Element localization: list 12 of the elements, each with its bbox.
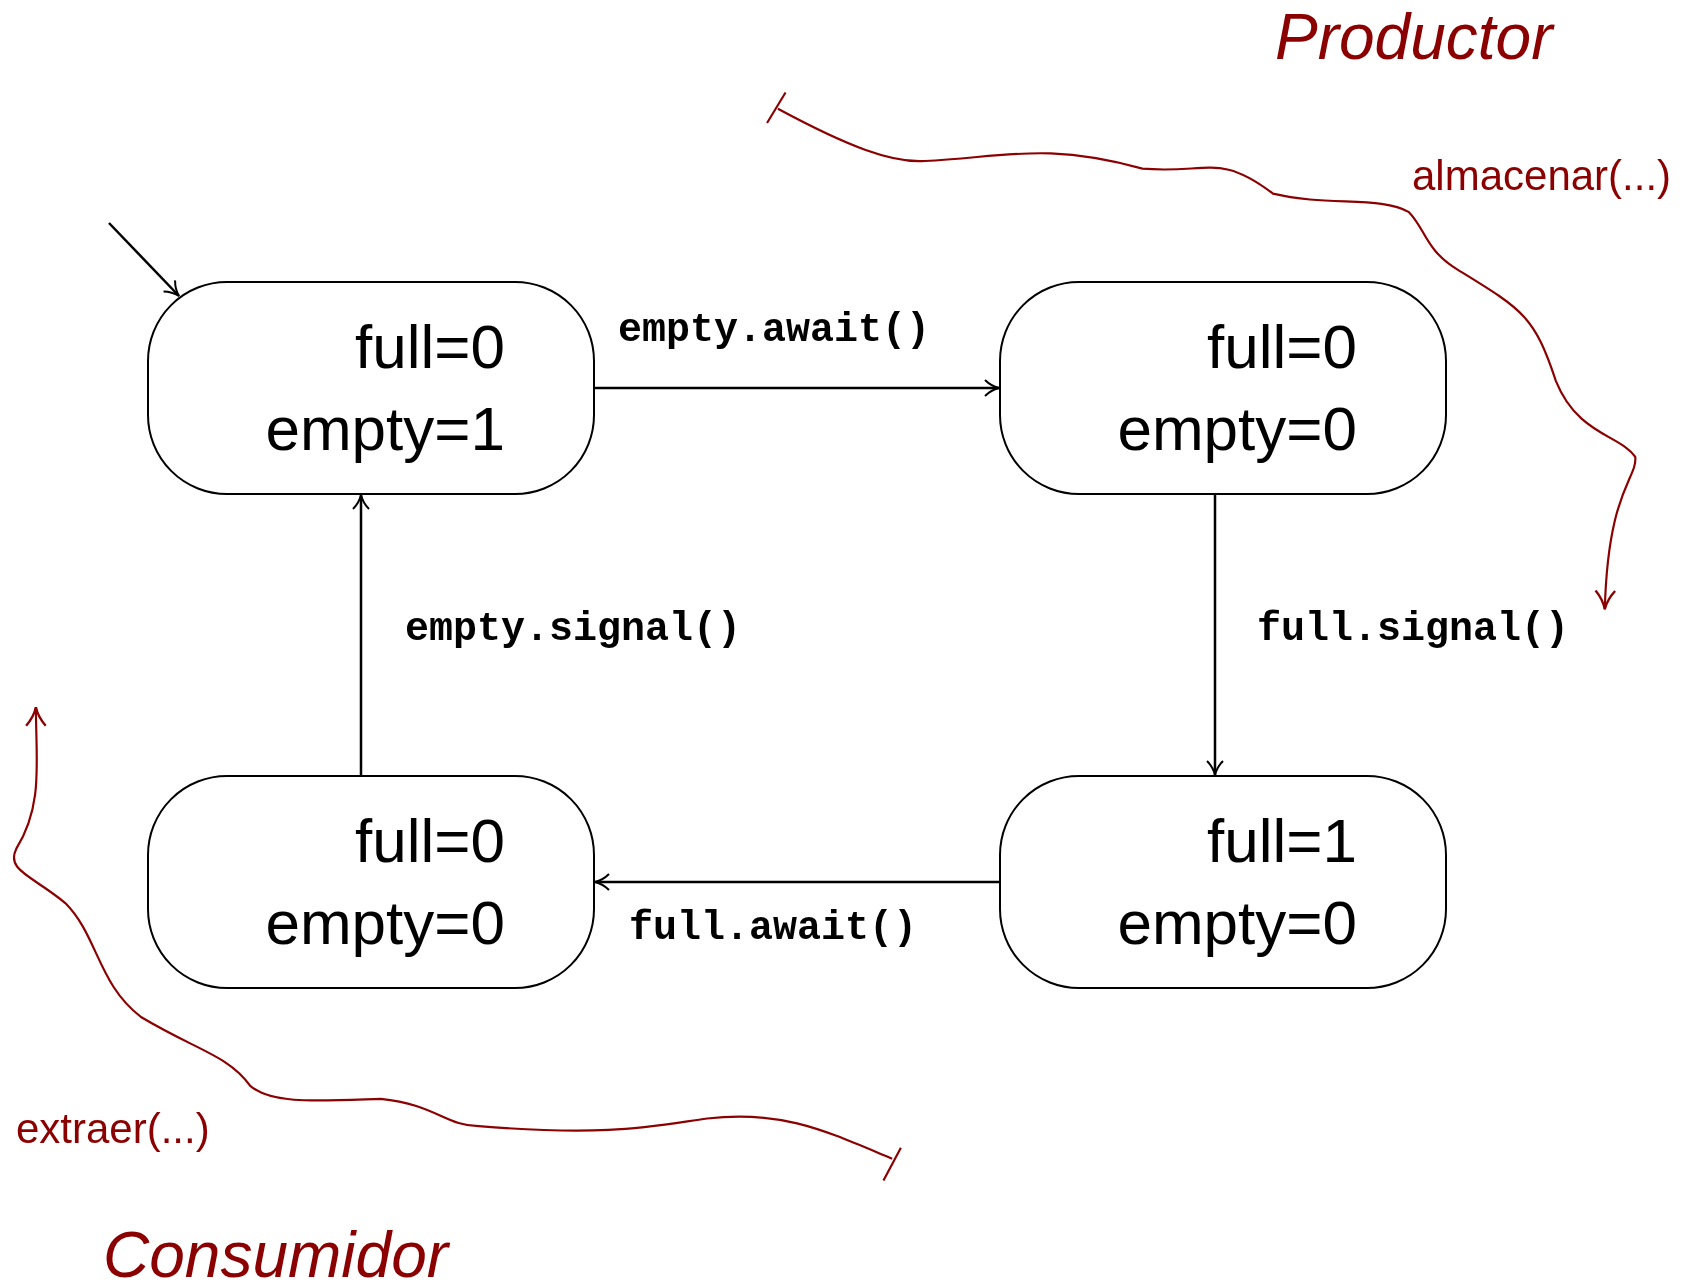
method-label: extraer(...) <box>16 1105 210 1153</box>
method-label: almacenar(...) <box>1412 152 1672 200</box>
state-text: empty=1 <box>265 393 505 465</box>
state-text: full=0 <box>1207 310 1357 383</box>
state-text: empty=0 <box>265 887 505 959</box>
state-text: full=1 <box>1207 804 1357 877</box>
state-text: empty=0 <box>1117 393 1357 465</box>
state-text: full=0 <box>355 804 505 877</box>
role-title: Consumidor <box>103 1218 449 1284</box>
role-title: Productor <box>1275 0 1553 74</box>
state-text: full=0 <box>355 310 505 383</box>
state-text: empty=0 <box>1117 887 1357 959</box>
